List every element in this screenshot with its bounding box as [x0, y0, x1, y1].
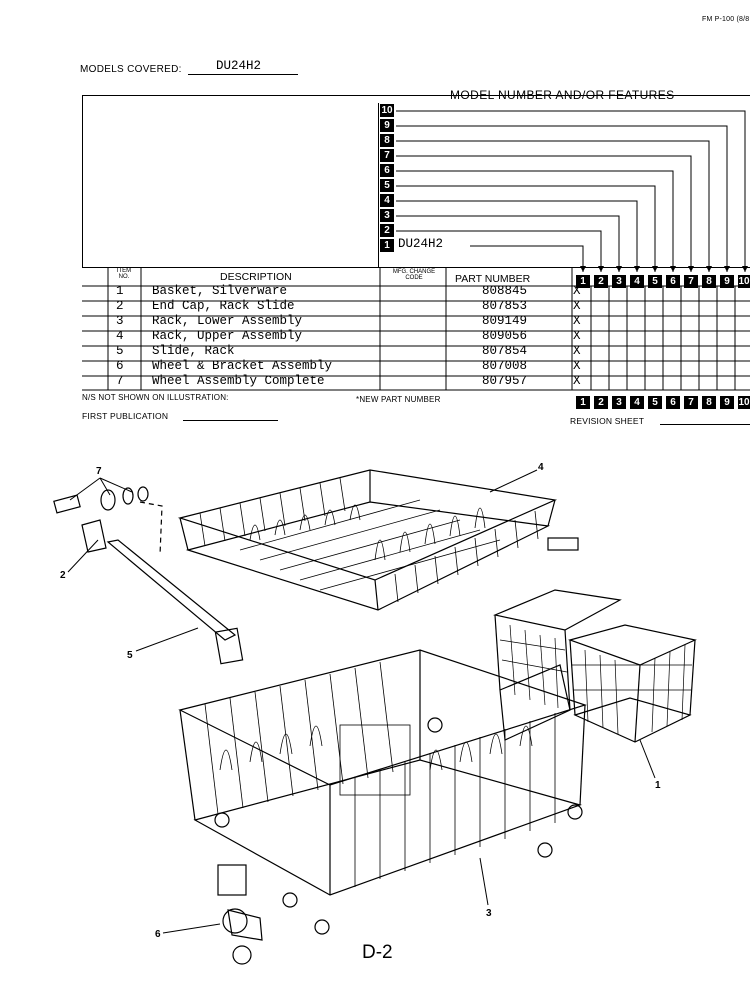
- footer-col-10: 10: [738, 396, 750, 409]
- wheel-bracket-illustration: [217, 864, 263, 965]
- part-description: Rack, Upper Assembly: [152, 329, 303, 343]
- lower-rack-illustration: [178, 649, 587, 935]
- part-number: 807957: [482, 374, 528, 388]
- item-no-header: ITEM NO.: [116, 268, 132, 280]
- model-column-rule: [378, 103, 379, 267]
- footer-col-8: 8: [702, 396, 716, 409]
- item-number: 1: [116, 284, 124, 298]
- model-1-mark: X: [573, 329, 581, 343]
- footer-col-4: 4: [630, 396, 644, 409]
- part-description: Rack, Lower Assembly: [152, 314, 303, 328]
- part-description: End Cap, Rack Slide: [152, 299, 295, 313]
- mfg-change-code-header: MFG. CHANGE CODE: [392, 269, 436, 281]
- item-number: 7: [116, 374, 124, 388]
- description-header: DESCRIPTION: [220, 271, 292, 283]
- model-number-6: 6: [380, 164, 394, 177]
- part-number: 807008: [482, 359, 528, 373]
- feature-col-3: 3: [612, 275, 626, 288]
- part-number: 807853: [482, 299, 528, 313]
- wheel-assembly-illustration: [53, 486, 163, 556]
- model-1-mark: X: [573, 359, 581, 373]
- callout-5: 5: [127, 650, 133, 661]
- footer-col-3: 3: [612, 396, 626, 409]
- footer-col-1: 1: [576, 396, 590, 409]
- footer-col-9: 9: [720, 396, 734, 409]
- model-number-8: 8: [380, 134, 394, 147]
- model-1-mark: X: [573, 374, 581, 388]
- upper-rack-illustration: [177, 469, 579, 611]
- feature-col-5: 5: [648, 275, 662, 288]
- table-top-rule: [82, 95, 750, 96]
- models-covered-label: MODELS COVERED:: [80, 64, 182, 75]
- item-number: 2: [116, 299, 124, 313]
- models-covered-value: DU24H2: [216, 59, 262, 73]
- model-number-4: 4: [380, 194, 394, 207]
- part-number: 808845: [482, 284, 528, 298]
- callout-4: 4: [538, 462, 544, 473]
- model-number-7: 7: [380, 149, 394, 162]
- footer-col-2: 2: [594, 396, 608, 409]
- exploded-parts-diagram: 7 2 5 4 1 3 6 D-2: [53, 462, 697, 965]
- first-publication-label: FIRST PUBLICATION: [82, 411, 169, 421]
- models-covered-underline: [188, 74, 298, 75]
- form-code: FM P-100 (8/8: [702, 16, 750, 23]
- header-top-rule: [82, 267, 750, 268]
- model-number-5: 5: [380, 179, 394, 192]
- part-description: Wheel Assembly Complete: [152, 374, 325, 388]
- model-1-mark: X: [573, 284, 581, 298]
- model-1-mark: X: [573, 344, 581, 358]
- part-number: 809056: [482, 329, 528, 343]
- item-number: 4: [116, 329, 124, 343]
- feature-col-2: 2: [594, 275, 608, 288]
- feature-col-10: 10: [738, 275, 750, 288]
- callout-3: 3: [486, 908, 492, 919]
- parts-table-grid: [82, 267, 750, 391]
- part-description: Basket, Silverware: [152, 284, 288, 298]
- ns-note: N/S NOT SHOWN ON ILLUSTRATION:: [82, 393, 229, 402]
- silverware-basket-illustration: [492, 589, 697, 743]
- callout-6: 6: [155, 929, 161, 940]
- part-number: 809149: [482, 314, 528, 328]
- part-description: Wheel & Bracket Assembly: [152, 359, 333, 373]
- revision-sheet-underline: [660, 424, 750, 425]
- new-part-note: *NEW PART NUMBER: [356, 395, 441, 404]
- model-number-1: 1: [380, 239, 394, 252]
- feature-col-4: 4: [630, 275, 644, 288]
- footer-col-5: 5: [648, 396, 662, 409]
- feature-col-6: 6: [666, 275, 680, 288]
- feature-col-9: 9: [720, 275, 734, 288]
- model-1-value: DU24H2: [398, 237, 444, 251]
- rack-slide-illustration: [81, 519, 244, 665]
- feature-col-7: 7: [684, 275, 698, 288]
- item-number: 6: [116, 359, 124, 373]
- footer-col-6: 6: [666, 396, 680, 409]
- model-number-9: 9: [380, 119, 394, 132]
- feature-col-8: 8: [702, 275, 716, 288]
- part-number-header: PART NUMBER: [455, 273, 531, 285]
- model-number-10: 10: [380, 104, 394, 117]
- callout-7: 7: [96, 466, 102, 477]
- diagram-id: D-2: [362, 942, 393, 963]
- table-left-rule: [82, 95, 83, 267]
- feature-col-1: 1: [576, 275, 590, 288]
- model-number-2: 2: [380, 224, 394, 237]
- model-1-mark: X: [573, 314, 581, 328]
- part-number: 807854: [482, 344, 528, 358]
- footer-col-7: 7: [684, 396, 698, 409]
- callout-2: 2: [60, 570, 66, 581]
- callout-1: 1: [655, 780, 661, 791]
- first-publication-underline: [183, 420, 278, 421]
- item-number: 5: [116, 344, 124, 358]
- model-1-mark: X: [573, 299, 581, 313]
- part-description: Slide, Rack: [152, 344, 235, 358]
- model-number-3: 3: [380, 209, 394, 222]
- item-number: 3: [116, 314, 124, 328]
- revision-sheet-label: REVISION SHEET: [570, 416, 645, 426]
